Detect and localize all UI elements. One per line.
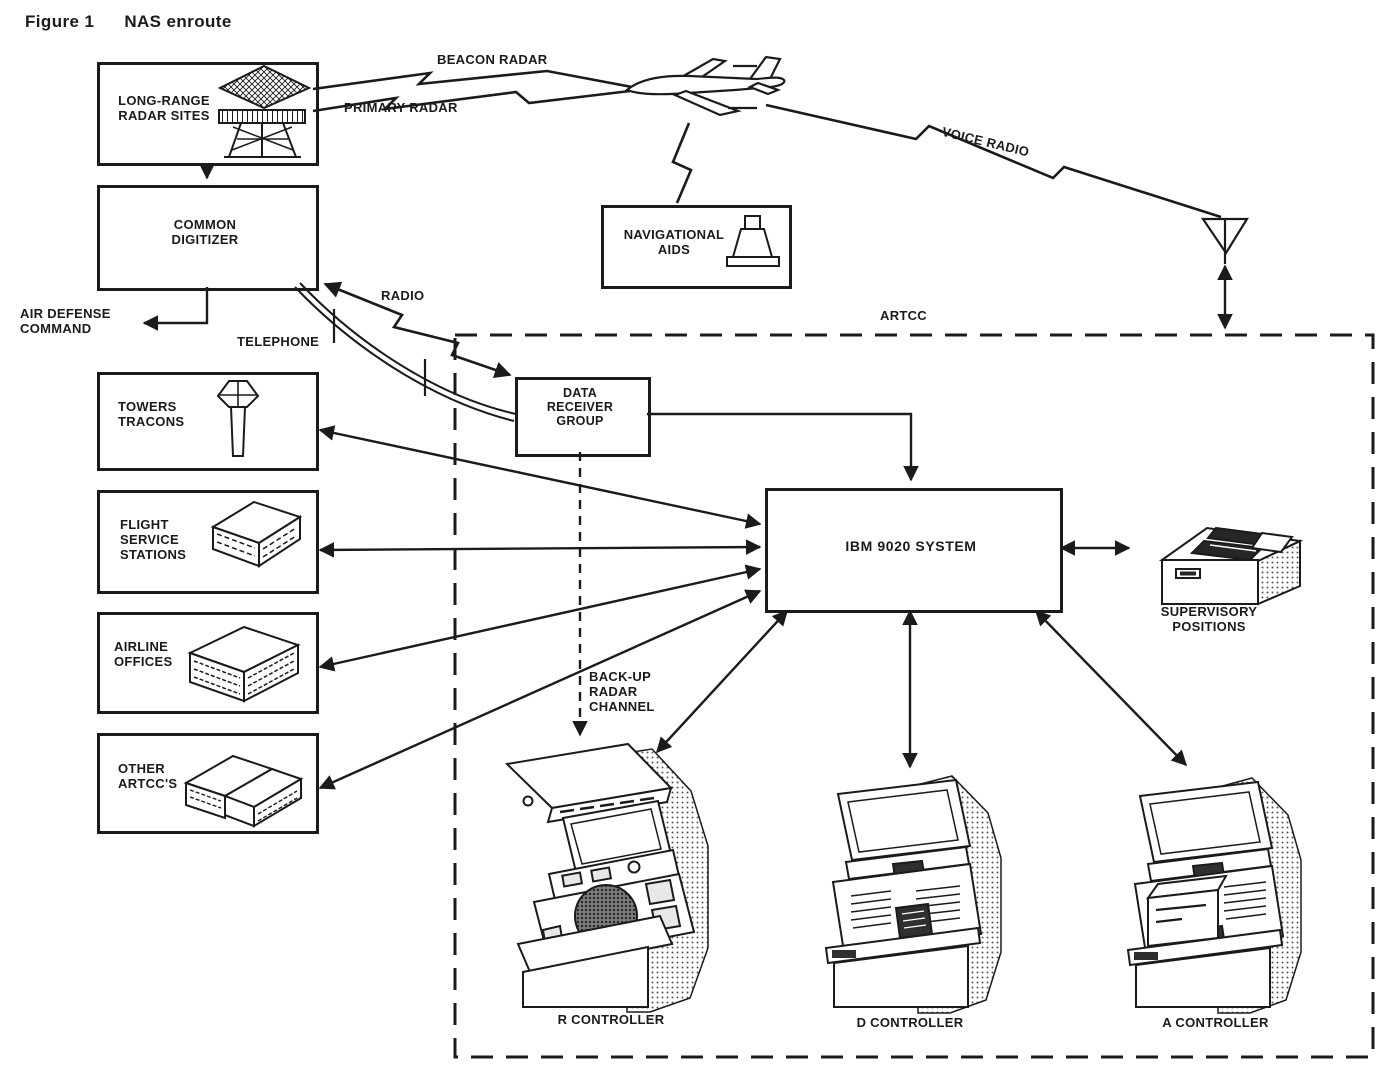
label-data-receiver-group: DATA RECEIVER GROUP [546,386,614,428]
figure-title: Figure 1 NAS enroute [25,12,232,32]
node-other-artccs [97,733,319,834]
link-digitizer-to-air-defense [142,287,209,331]
label-common-digitizer: COMMON DIGITIZER [171,217,239,247]
label-backup-radar-channel: BACK-UP RADAR CHANNEL [589,669,655,714]
node-airline-offices [97,612,319,714]
d-controller-console-icon [824,775,1002,1014]
label-a-controller: A CONTROLLER [1162,1015,1269,1030]
label-flight-service-stations: FLIGHT SERVICE STATIONS [120,517,187,562]
label-radio: RADIO [381,288,425,303]
r-controller-console-icon [504,742,709,1013]
label-supervisory-positions: SUPERVISORY POSITIONS [1160,604,1258,634]
node-navigational-aids [601,205,792,289]
label-artcc: ARTCC [880,308,927,323]
label-navigational-aids: NAVIGATIONAL AIDS [623,227,725,257]
label-telephone: TELEPHONE [237,334,320,349]
antenna-icon [1200,217,1249,264]
link-ibm-to-flight-service [318,539,762,558]
label-ibm-9020-system: IBM 9020 SYSTEM [845,538,977,554]
label-airline-offices: AIRLINE OFFICES [114,639,173,669]
label-voice-radio: VOICE RADIO [940,124,1031,160]
node-flight-service-stations [97,490,319,594]
label-beacon-radar: BEACON RADAR [437,52,548,67]
label-air-defense-command: AIR DEFENSE COMMAND [20,306,111,336]
label-primary-radar: PRIMARY RADAR [344,100,458,115]
link-plane-to-navaids [671,122,693,204]
link-drg-to-ibm [647,412,919,482]
supervisory-console-icon [1158,526,1304,606]
link-voice-radio [765,103,1222,219]
label-r-controller: R CONTROLLER [557,1012,665,1027]
link-ibm-to-other-artccs [318,589,762,790]
airplane-icon [624,55,786,117]
link-beacon-radar [312,69,633,91]
figure-number: Figure 1 [25,12,95,31]
label-long-range-radar-sites: LONG-RANGE RADAR SITES [118,93,210,123]
link-ibm-to-airline [318,564,762,672]
link-ibm-to-r-controller [655,609,789,754]
link-ibm-to-a-controller [1034,609,1188,767]
a-controller-console-icon [1126,777,1302,1014]
label-towers-tracons: TOWERS TRACONS [118,399,185,429]
link-telephone [294,282,517,422]
figure-name: NAS enroute [124,12,232,31]
label-d-controller: D CONTROLLER [856,1015,964,1030]
label-other-artccs: OTHER ARTCC'S [118,761,178,791]
